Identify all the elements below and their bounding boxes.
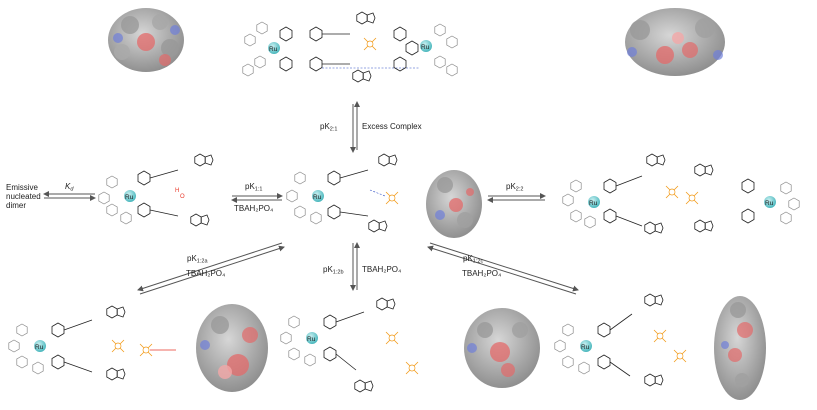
ru-center [580, 340, 592, 352]
surface-model-bottom-left [196, 304, 268, 392]
structure-bottom-center: Ru [280, 297, 419, 393]
ru-center-right [764, 196, 776, 208]
label-pk11: pK1:1 [245, 182, 262, 193]
label-excess-complex: Excess Complex [362, 122, 422, 131]
svg-text:Ru: Ru [589, 200, 598, 207]
svg-text:Ru: Ru [269, 46, 278, 53]
label-tbah-12b: TBAH₂PO₄ [362, 265, 401, 274]
svg-text:Ru: Ru [125, 194, 134, 201]
label-pk12a: pK1:2a [187, 254, 208, 265]
surface-model-bottom-center [464, 308, 540, 388]
label-dimer: dimer [6, 201, 26, 210]
label-tbah-12a: TBAH₂PO₄ [186, 269, 225, 278]
svg-text:O: O [180, 194, 185, 200]
surface-model-top-right [625, 8, 725, 76]
structure-top-dimer: Ru Ru [242, 11, 458, 83]
svg-text:Ru: Ru [35, 344, 44, 351]
arrow-kd [43, 191, 96, 201]
surface-model-bottom-right [714, 296, 766, 400]
structure-bottom-right: Ru [554, 293, 687, 387]
arrow-11 [231, 193, 283, 203]
svg-text:Ru: Ru [765, 200, 774, 207]
ru-center-right [420, 40, 432, 52]
surface-model-top-left [108, 8, 184, 72]
arrow-22 [487, 193, 546, 203]
ru-center [312, 190, 324, 202]
structure-bottom-left: Ru [8, 305, 176, 381]
ru-center [34, 340, 46, 352]
label-tbah-11: TBAH₂PO₄ [234, 204, 273, 213]
arrow-12c [427, 242, 579, 295]
label-nucleated: nucleated [6, 192, 41, 201]
arrow-12b [350, 242, 360, 291]
svg-text:Ru: Ru [581, 344, 590, 351]
label-kd: Kd [65, 182, 74, 193]
label-pk12b: pK1:2b [323, 265, 344, 276]
ru-center-left [588, 196, 600, 208]
svg-text:H: H [175, 188, 179, 194]
svg-text:Ru: Ru [313, 194, 322, 201]
label-tbah-12c: TBAH₂PO₄ [462, 269, 501, 278]
svg-text:Ru: Ru [307, 336, 316, 343]
structure-middle-left: Ru H O [98, 153, 214, 227]
arrow-12a [137, 242, 285, 295]
label-pk22: pK2:2 [506, 182, 523, 193]
label-pk21: pK2:1 [320, 122, 337, 133]
ru-center [124, 190, 136, 202]
surface-model-middle [426, 170, 482, 238]
ru-center [306, 332, 318, 344]
label-pk12c: pK1:2c [463, 254, 483, 265]
structure-center: Ru [286, 153, 399, 233]
ru-center-left [268, 42, 280, 54]
label-emissive: Emissive [6, 183, 39, 192]
svg-text:Ru: Ru [421, 44, 430, 51]
structure-middle-right: Ru Ru [562, 153, 800, 235]
arrow-vertical-top [350, 101, 360, 153]
